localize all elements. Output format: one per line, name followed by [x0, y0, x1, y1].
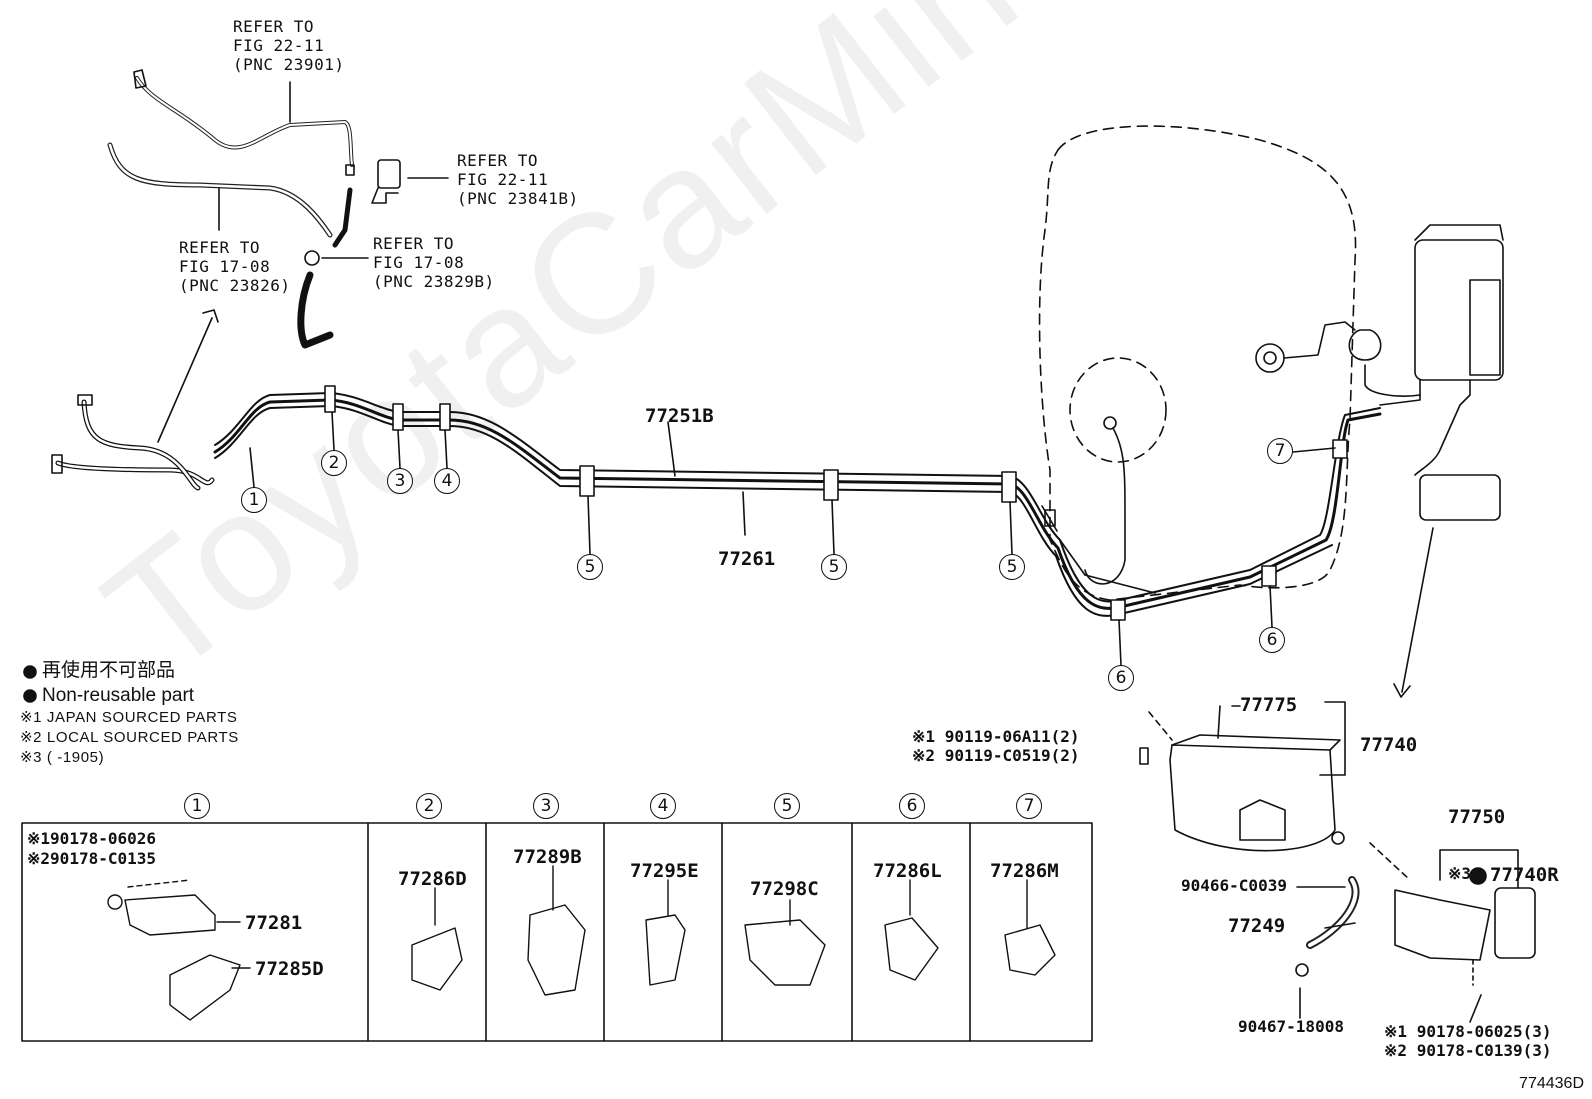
- table-callout-1: 1: [184, 793, 210, 819]
- parts-table: [21, 822, 1093, 1042]
- callout-3: 3: [387, 468, 413, 494]
- table-part-sketches: [107, 865, 1056, 1021]
- bolt-note-2: ※2 90119-C0519(2): [912, 746, 1080, 765]
- ref-leaders: [218, 81, 449, 259]
- filter-note-mark: ※3: [1448, 864, 1472, 883]
- fuel-tank-outline: [1038, 125, 1357, 601]
- callout-5c: 5: [999, 554, 1025, 580]
- callout-leaders: [249, 411, 1336, 666]
- table-callout-2: 2: [416, 793, 442, 819]
- canister-top: [1255, 224, 1504, 521]
- filler-tubes-drawing: [107, 69, 401, 349]
- arrow-1: [157, 309, 219, 443]
- legend-note-3: ※3 ( -1905): [20, 749, 105, 766]
- bullet-icon: [23, 665, 37, 679]
- tube-ends: [51, 394, 215, 491]
- table-callout-5: 5: [774, 793, 800, 819]
- table-callout-7: 7: [1016, 793, 1042, 819]
- callout-5a: 5: [577, 554, 603, 580]
- part-number-hose: 77249: [1228, 915, 1286, 937]
- callout-6b: 6: [1259, 627, 1285, 653]
- table-part-77298c: 77298C: [750, 878, 819, 900]
- table-callout-4: 4: [650, 793, 676, 819]
- table-part-77286l: 77286L: [873, 860, 942, 882]
- clamps: [324, 385, 1348, 621]
- bullet-icon: [23, 689, 37, 703]
- legend-nonreusable: Non-reusable part: [42, 685, 195, 706]
- part-number-tube-upper: 77251B: [645, 405, 714, 427]
- part-number-valve: 77750: [1448, 806, 1506, 828]
- callout-2: 2: [321, 450, 347, 476]
- arrow-2: [1393, 527, 1434, 698]
- bullet-icon: [1469, 867, 1487, 885]
- legend-note-2: ※2 LOCAL SOURCED PARTS: [20, 729, 239, 746]
- table-part-77281: 77281: [245, 912, 303, 934]
- part-number-clip-a: 90466-C0039: [1181, 876, 1287, 895]
- table-part-77286d: 77286D: [398, 868, 467, 890]
- legend-jp: 再使用不可部品: [42, 660, 176, 681]
- lower-leaders: [1217, 701, 1519, 1023]
- figure-id: 774436D: [1519, 1075, 1584, 1092]
- main-tube-bundle: [213, 392, 1382, 617]
- screw-note-2: ※2 90178-C0139(3): [1384, 1041, 1552, 1060]
- part-number-canister: 77740: [1360, 734, 1418, 756]
- part-number-filter: 77740R: [1490, 864, 1559, 886]
- part-number-seal: 77775: [1240, 694, 1298, 716]
- screw-note-1: ※1 90178-06025(3): [1384, 1022, 1552, 1041]
- tank-internals: [1041, 416, 1156, 594]
- callout-1: 1: [241, 487, 267, 513]
- part-number-clip-b: 90467-18008: [1238, 1017, 1344, 1036]
- table-part-77289b: 77289B: [513, 846, 582, 868]
- lower-canister: [1139, 711, 1536, 986]
- table-note-2: ※290178-C0135: [27, 849, 157, 868]
- callout-7: 7: [1267, 438, 1293, 464]
- table-part-77285d: 77285D: [255, 958, 324, 980]
- callout-6a: 6: [1108, 665, 1134, 691]
- callout-5b: 5: [821, 554, 847, 580]
- callout-4: 4: [434, 468, 460, 494]
- part-number-tube-lower: 77261: [718, 548, 776, 570]
- table-part-77295e: 77295E: [630, 860, 699, 882]
- bolt-note-1: ※1 90119-06A11(2): [912, 727, 1080, 746]
- legend-note-1: ※1 JAPAN SOURCED PARTS: [20, 709, 238, 726]
- table-part-77286m: 77286M: [990, 860, 1059, 882]
- table-callout-6: 6: [899, 793, 925, 819]
- table-note-1: ※190178-06026: [27, 829, 157, 848]
- table-callout-3: 3: [533, 793, 559, 819]
